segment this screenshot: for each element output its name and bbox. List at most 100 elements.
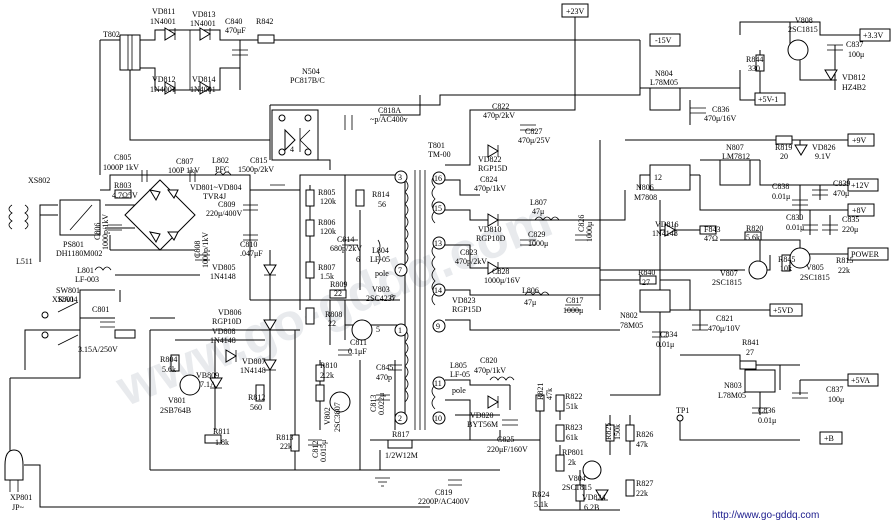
label-V802: V802 [323, 407, 332, 425]
label-C822v: 470p/2kV [483, 111, 515, 120]
label-C822: C822 [492, 102, 509, 111]
rail-boxes: +23V -15V +3.3V +5V-1 +9V +12V +8V POWER… [561, 3, 891, 445]
label-VD822v: RGP15D [478, 164, 508, 173]
label-N504v: PC817B/C [290, 76, 325, 85]
label-R819: R819 [775, 143, 792, 152]
label-R803: R803 [114, 181, 131, 190]
label-VB809v: 7.1A [200, 380, 216, 389]
svg-text:+5VD: +5VD [773, 306, 793, 315]
label-C814: C814 [337, 235, 354, 244]
label-R825: R825 [604, 423, 613, 440]
label-VD812bv: HZ4B2 [842, 83, 866, 92]
label-C829v: 1000μ [528, 239, 548, 248]
label-R809: R809 [330, 280, 347, 289]
pin-6: 6 [356, 255, 360, 264]
label-R823v: 61k [566, 433, 578, 442]
label-C837b: C837 [826, 385, 843, 394]
label-C808v: 1000p/1kV [201, 232, 210, 268]
label-VD813: VD813 [192, 10, 216, 19]
svg-text:+5VA: +5VA [851, 376, 870, 385]
label-R808v: 22 [328, 319, 336, 328]
label-R824v: 5.1k [534, 500, 548, 509]
label-VD810v: RGP10D [476, 234, 506, 243]
label-pole2: pole [452, 386, 466, 395]
label-C836bv: 0.01μ [758, 416, 776, 425]
label-V802v: 2SC3807 [333, 402, 342, 432]
rail-pb: +B [819, 431, 843, 445]
label-R827: R827 [636, 479, 653, 488]
label-C825v: 220μF/160V [487, 445, 528, 454]
label-C819: C819 [435, 488, 452, 497]
label-L807v: 47μ [532, 207, 544, 216]
label-VD801: VD801~VD804 [190, 183, 241, 192]
label-T801v: TM-00 [428, 150, 451, 159]
label-C826: C826 [577, 215, 586, 232]
label-L806: L806 [522, 286, 539, 295]
label-V801: V801 [168, 396, 186, 405]
label-L806v: 47μ [524, 298, 536, 307]
label-C830: C830 [786, 213, 803, 222]
label-D2a: 1N4001 [150, 85, 176, 94]
label-VD822: VD822 [478, 155, 502, 164]
label-VD810: VD810 [478, 225, 502, 234]
rail-p33v: +3.3V [859, 28, 891, 42]
label-C819v: 2200P/AC400V [418, 497, 470, 506]
rail-p5vd: +5VD [769, 303, 803, 317]
label-N802: N802 [620, 311, 638, 320]
label-V804v: 2SC1815 [562, 483, 592, 492]
label-C839: C839 [833, 179, 850, 188]
label-C825: C825 [497, 435, 514, 444]
label-L805v: LF-05 [450, 370, 470, 379]
label-F843: F843 [704, 225, 720, 234]
label-C837av: 100μ [848, 50, 864, 59]
pin-8: 8 [390, 293, 394, 302]
label-R813: R813 [276, 433, 293, 442]
transformer-pins [394, 170, 446, 425]
label-C840v: 470μF [225, 26, 246, 35]
label-R842: R842 [256, 17, 273, 26]
label-V805v: 2SC1815 [800, 273, 830, 282]
label-C812v: 0.015μ [319, 440, 328, 462]
svg-text:+5V-1: +5V-1 [758, 95, 778, 104]
label-R820v: 5.6k [746, 233, 760, 242]
label-C815v: 1500p/2kV [238, 165, 274, 174]
label-C817: C817 [566, 296, 583, 305]
label-L804v: LF-05 [370, 255, 390, 264]
label-VD808: VD808 [212, 327, 236, 336]
label-V804: V804 [568, 474, 586, 483]
label-R825v: 150k [613, 424, 622, 440]
rail-n15v: -15V [649, 33, 681, 47]
label-VD824: VD824 [582, 493, 606, 502]
label-VD826v: 9.1V [815, 152, 831, 161]
label-VD808v: 1N4148 [210, 336, 236, 345]
label-RP801: RP801 [562, 448, 584, 457]
label-XP801: XP801 [10, 493, 32, 502]
label-C838v: 0.01μ [772, 192, 790, 201]
pin-15: 15 [434, 204, 442, 213]
label-C835: C835 [842, 215, 859, 224]
label-XS802: XS802 [28, 176, 50, 185]
label-C818Av: ~p/AC400v [370, 115, 408, 124]
label-C823: C823 [460, 248, 477, 257]
label-V807: V807 [720, 269, 738, 278]
label-C824v: 470p/1kV [474, 184, 506, 193]
label-VD814: VD814 [192, 75, 216, 84]
rail-p5v1: +5V-1 [754, 92, 786, 106]
label-R806: R806 [318, 218, 335, 227]
label-C840: C840 [225, 17, 242, 26]
label-XS801: XS801 [52, 295, 74, 304]
label-C820v: 470p/1kV [474, 366, 506, 375]
label-R821: R821 [536, 383, 545, 400]
label-VD806v: RGP10D [212, 317, 242, 326]
label-C839v: 470μ [833, 189, 849, 198]
pin-3: 3 [398, 173, 402, 182]
label-T801: T801 [428, 141, 445, 150]
label-C838: C838 [772, 182, 789, 191]
label-C814v: 680p/2kV [330, 244, 362, 253]
label-R811v: 1.8k [215, 438, 229, 447]
label-VD826: VD826 [812, 143, 836, 152]
label-R822: R822 [565, 392, 582, 401]
label-V805: V805 [806, 263, 824, 272]
svg-text:+23V: +23V [566, 7, 585, 16]
label-L807: L807 [530, 198, 547, 207]
